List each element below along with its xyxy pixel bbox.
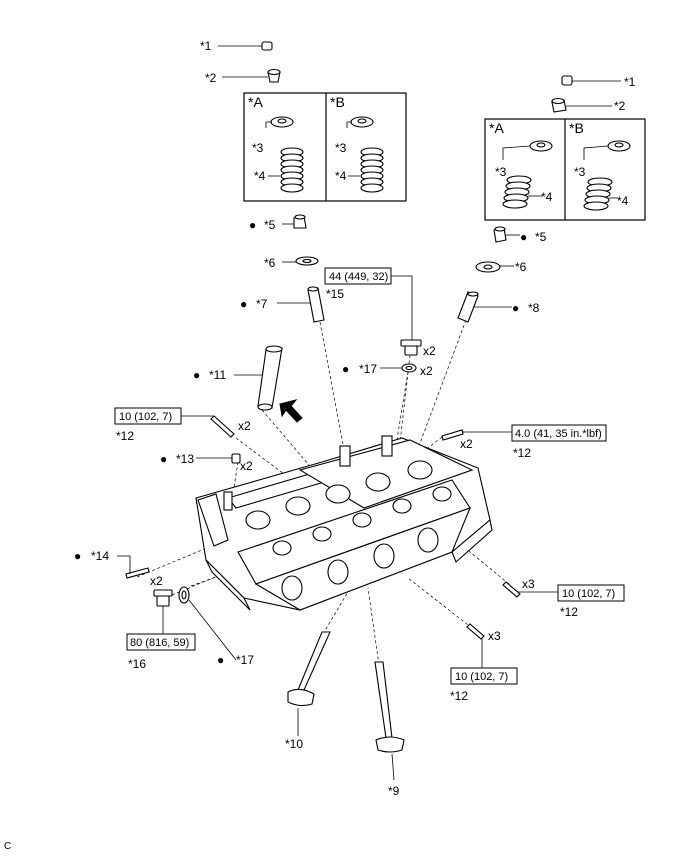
label-p13: *13 [176, 452, 194, 466]
torque-stud-left: 10 (102, 7) [119, 411, 172, 423]
variant-right-a: *A [489, 120, 504, 136]
label-p7: *7 [256, 297, 268, 311]
intake-valve [287, 631, 331, 707]
bullet-p5-right: ● [520, 230, 527, 244]
torque-box-stud-left [114, 407, 182, 425]
label-p5-left: *5 [264, 218, 276, 232]
valve-spring-right-a [502, 175, 532, 209]
qty-p12-right-mid: x3 [522, 577, 535, 591]
label-p12-c: *12 [560, 605, 578, 619]
cam-journals [245, 460, 452, 556]
cylinder-head [195, 435, 493, 611]
label-p6-left: *6 [264, 256, 276, 270]
bullet-p17-low: ● [217, 653, 224, 667]
label-p12-b: *12 [513, 446, 531, 460]
label-p12-d: *12 [450, 689, 468, 703]
plug-15 [400, 339, 422, 356]
label-p11: *11 [209, 368, 226, 382]
bullet-p11: ● [193, 368, 200, 382]
label-p16: *16 [128, 657, 146, 671]
label-p1-right: *1 [624, 75, 636, 89]
variant-left-a: *A [248, 94, 263, 110]
bullet-p7: ● [240, 297, 247, 311]
torque-plug-15: 44 (449, 32) [329, 271, 388, 283]
label-p4-right-b: *4 [617, 194, 629, 208]
bullet-p14: ● [74, 549, 81, 563]
torque-box-stud-bottom [450, 667, 518, 685]
label-p3-left: *3 [252, 141, 264, 155]
label-p1-left: *1 [200, 39, 212, 53]
spring-seat-right-a [529, 140, 553, 152]
label-p3-right-a: *3 [495, 165, 507, 179]
variant-frame-left [243, 92, 407, 202]
variant-left-b: *B [330, 94, 345, 110]
label-p3-left-b: *3 [335, 141, 347, 155]
label-p12-a: *12 [116, 429, 134, 443]
label-p2-right: *2 [614, 99, 626, 113]
label-p17-up: *17 [359, 362, 377, 376]
spring-seat-left-b [350, 116, 374, 128]
bullet-p8: ● [512, 301, 519, 315]
spring-seat-right-b [607, 140, 631, 152]
left-parts: *1 *2 *A *B *3 *4 [74, 39, 407, 798]
label-p10: *10 [285, 737, 303, 751]
torque-box-stud-right-top [511, 424, 607, 442]
label-p14: *14 [91, 549, 109, 563]
label-p9: *9 [388, 784, 400, 798]
qty-p11: x2 [238, 419, 251, 433]
bullet-p17-up: ● [342, 362, 349, 376]
plug-16 [153, 589, 173, 607]
bullet-p13: ● [160, 452, 167, 466]
qty-p13: x2 [240, 459, 253, 473]
valve-spring-right-b [583, 177, 613, 211]
qty-p14: x2 [150, 574, 163, 588]
corner-code: C [4, 841, 11, 852]
exhaust-valve [374, 661, 405, 753]
torque-stud-right-mid: 10 (102, 7) [562, 588, 615, 600]
variant-right-b: *B [569, 120, 584, 136]
label-p17-low: *17 [236, 653, 254, 667]
intake-ports [281, 527, 439, 601]
valve-spring-left-b [360, 147, 384, 193]
torque-box-stud-right-mid [557, 584, 625, 602]
label-p4-left: *4 [254, 169, 266, 183]
label-p4-right-a: *4 [541, 190, 553, 204]
label-p4-left-b: *4 [335, 169, 347, 183]
direction-arrow-icon [279, 399, 303, 423]
label-p5-right: *5 [535, 230, 547, 244]
bullet-p5-left: ● [249, 218, 256, 232]
torque-plug-16: 80 (816, 59) [130, 637, 189, 649]
label-p6-right: *6 [515, 260, 527, 274]
label-p15: *15 [326, 287, 344, 301]
right-parts: *1 *2 *A *B *3 *4 *3 [324, 75, 646, 703]
qty-p12-bottom: x3 [488, 629, 501, 643]
torque-box-plug-16 [126, 633, 196, 651]
label-p3-right-b: *3 [574, 165, 586, 179]
label-p2-left: *2 [205, 71, 217, 85]
qty-p17: x2 [420, 364, 433, 378]
spring-seat-left-a [270, 116, 294, 128]
qty-p12-right-top: x2 [460, 437, 473, 451]
qty-p15: x2 [423, 344, 436, 358]
torque-stud-right-top: 4.0 (41, 35 in.*lbf) [515, 428, 602, 440]
torque-stud-bottom: 10 (102, 7) [455, 671, 508, 683]
valve-spring-left-a [280, 147, 304, 193]
label-p8: *8 [528, 301, 540, 315]
